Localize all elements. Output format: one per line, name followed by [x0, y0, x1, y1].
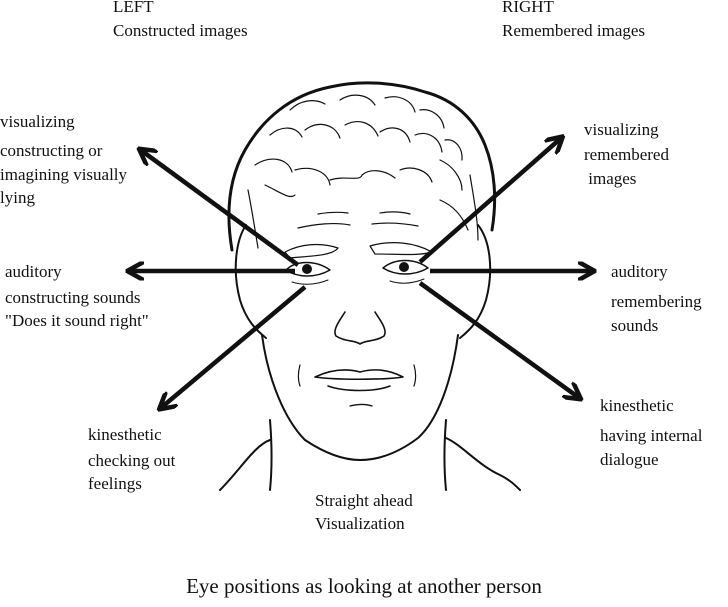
middle-right-line: remembering — [611, 292, 702, 311]
upper-lip — [314, 369, 404, 381]
right-header-subtitle: Remembered images — [502, 21, 646, 40]
lower-left-line: checking out — [88, 451, 176, 470]
middle-left-line: "Does it sound right" — [5, 311, 149, 330]
upper-right-line: remembered — [584, 145, 669, 164]
left-header-subtitle: Constructed images — [113, 21, 248, 40]
arrow-upper-right — [418, 139, 560, 264]
middle-right-line: auditory — [611, 262, 668, 281]
lower-left-line: feelings — [88, 474, 142, 493]
shoulder-right — [445, 437, 521, 491]
upper-left-line: visualizing — [0, 112, 75, 131]
arrow-upper-left — [142, 151, 300, 267]
neck-right — [443, 419, 447, 491]
middle-left-line: auditory — [5, 262, 62, 281]
upper-right-line: visualizing — [584, 120, 659, 139]
figure-caption: Eye positions as looking at another pers… — [186, 574, 542, 598]
neck-left — [269, 419, 273, 491]
lower-right-line: dialogue — [600, 450, 659, 469]
left-header-title: LEFT — [113, 0, 154, 16]
upper-left-line: constructing or — [0, 141, 103, 160]
upper-right-line: images — [584, 169, 637, 188]
right-header-title: RIGHT — [502, 0, 554, 16]
right-eye — [382, 259, 429, 275]
center-line: Straight ahead — [315, 491, 413, 510]
middle-left-line: constructing sounds — [5, 288, 141, 307]
middle-right-line: sounds — [611, 316, 659, 335]
upper-left-line: imagining visually — [0, 165, 128, 184]
shoulder-left — [219, 439, 271, 491]
right-ear — [459, 224, 492, 339]
hair-outline — [227, 81, 497, 252]
left-eyebrow — [284, 243, 339, 259]
arrow-lower-right — [418, 281, 578, 397]
nose — [334, 311, 386, 345]
center-line: Visualization — [315, 514, 405, 533]
right-eyebrow — [369, 242, 433, 256]
lower-left-line: kinesthetic — [88, 425, 162, 444]
lower-right-line: having internal — [600, 426, 703, 445]
jaw — [261, 334, 459, 461]
lower-lip — [327, 385, 391, 392]
lower-right-line: kinesthetic — [600, 396, 674, 415]
arrow-lower-left — [162, 285, 307, 407]
upper-left-line: lying — [0, 188, 35, 207]
